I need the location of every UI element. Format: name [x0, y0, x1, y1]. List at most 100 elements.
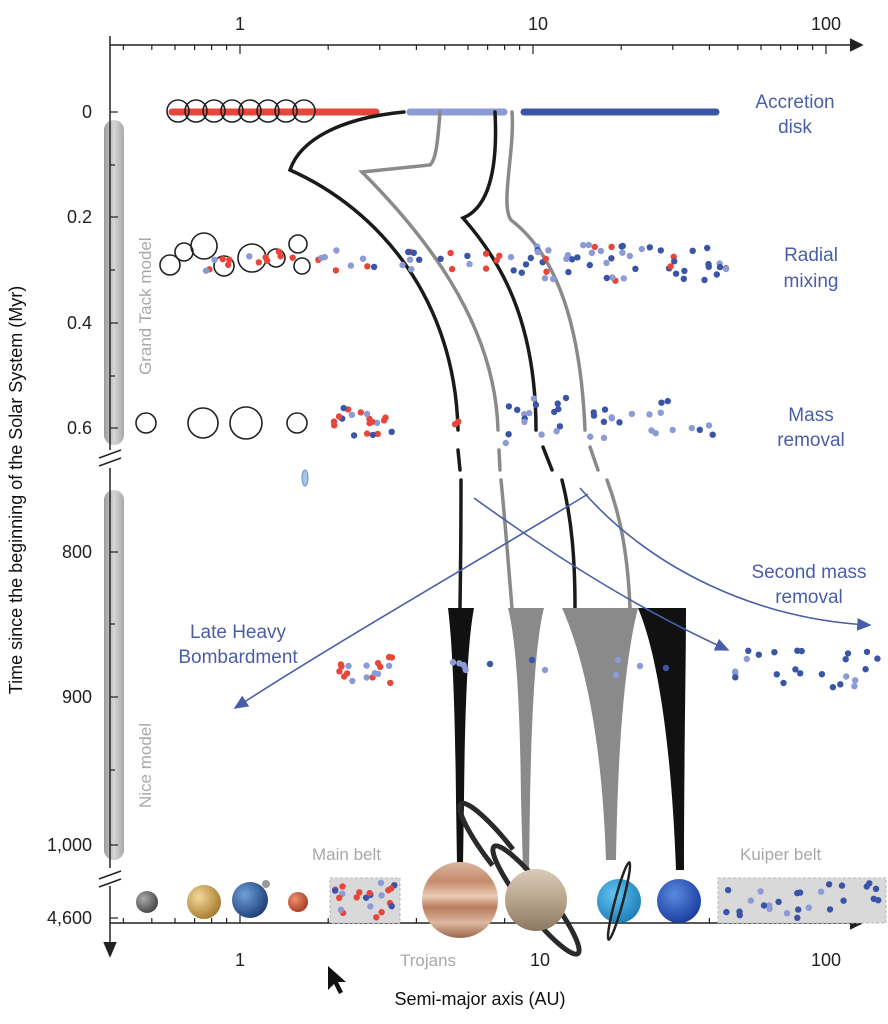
dust-dot — [399, 261, 406, 269]
dust-dot — [448, 265, 456, 273]
dust-dot — [522, 261, 530, 268]
dust-dot — [532, 401, 540, 408]
dust-dot — [713, 271, 720, 278]
dust-dot — [530, 395, 537, 402]
dust-dot — [353, 894, 360, 901]
dust-dot — [359, 255, 367, 262]
dust-dot — [542, 255, 549, 262]
dust-dot — [669, 426, 676, 434]
dust-dot — [549, 275, 557, 283]
x-bottom-tick-1: 1 — [235, 950, 245, 970]
dust-dot — [219, 256, 226, 263]
dust-dot — [852, 677, 859, 684]
y-tick-0: 0 — [82, 102, 92, 122]
dust-dot — [338, 663, 345, 670]
dust-dot — [387, 679, 394, 687]
dust-dot — [636, 662, 644, 670]
dust-dot — [844, 650, 852, 657]
dust-dot — [370, 263, 378, 271]
dust-dot — [760, 902, 768, 909]
dust-dot — [603, 274, 610, 282]
y-tick-4600: 4,600 — [47, 908, 92, 928]
dust-dot — [514, 406, 521, 413]
dust-dot — [794, 914, 801, 921]
dust-dot — [818, 671, 826, 678]
y-tick-800: 800 — [62, 542, 92, 562]
dust-dot — [619, 249, 626, 256]
dust-dot — [456, 660, 463, 667]
dust-dot — [840, 897, 847, 904]
dust-dot — [350, 432, 358, 439]
dust-dot — [543, 268, 550, 275]
dust-dot — [505, 431, 512, 438]
dust-dot — [318, 254, 325, 262]
dust-dot — [664, 397, 671, 405]
y-axis — [98, 36, 122, 958]
dust-dot — [565, 268, 572, 276]
dust-dot — [385, 662, 393, 669]
dust-dot — [526, 409, 533, 417]
dust-dot — [246, 253, 253, 260]
dust-dot — [377, 879, 385, 887]
dust-dot — [722, 265, 730, 273]
dust-dot — [363, 662, 370, 669]
uranus-planet — [597, 861, 641, 941]
jupiter-final-track — [448, 608, 474, 865]
dust-dot — [723, 908, 730, 916]
dust-dot — [794, 647, 801, 654]
dust-dot — [226, 256, 233, 263]
dust-dot — [447, 249, 454, 257]
dust-dot — [757, 888, 764, 895]
dust-dot — [545, 247, 552, 254]
dust-dot — [363, 674, 370, 681]
dust-dot — [363, 430, 371, 437]
dust-dot — [348, 411, 356, 418]
trojans-label: Trojans — [400, 951, 456, 970]
x-top-tick-1: 1 — [235, 14, 245, 34]
accretion-label-line1: Accretion — [755, 92, 834, 113]
dust-dot — [842, 656, 849, 663]
venus-planet — [187, 885, 221, 919]
dust-dot — [347, 262, 355, 269]
top-x-axis — [110, 38, 864, 52]
dust-dot — [367, 903, 374, 910]
saturn-track — [358, 110, 514, 610]
dust-dot — [502, 439, 509, 447]
dust-dot — [600, 434, 608, 441]
dust-dot — [626, 252, 633, 260]
ice-giant-a-final-track — [562, 608, 638, 860]
dust-dot — [755, 651, 762, 658]
dust-dot — [345, 662, 352, 670]
dust-dot — [538, 431, 545, 438]
dust-dot — [337, 906, 345, 913]
dust-dot — [863, 648, 871, 656]
dust-dot — [609, 274, 616, 281]
dust-dot — [211, 256, 218, 263]
dust-dot — [597, 247, 605, 255]
dust-dot — [608, 415, 615, 422]
dust-dot — [369, 418, 376, 425]
second-removal-arrow-a — [473, 497, 730, 651]
dust-dot — [701, 276, 708, 284]
dust-dot — [837, 681, 844, 688]
y-tick-900: 900 — [62, 687, 92, 707]
dust-dot — [408, 266, 415, 273]
dust-dot — [743, 655, 750, 663]
dust-dot — [646, 411, 653, 418]
dust-dot — [518, 269, 525, 276]
dust-dot — [716, 263, 724, 271]
removal-label-line1: Mass — [788, 405, 833, 426]
mixing-label-line1: Radial — [784, 245, 838, 266]
dust-dot — [510, 267, 517, 274]
dust-dot — [496, 252, 503, 259]
y-tick-marks — [110, 111, 118, 919]
dust-dot — [382, 414, 389, 421]
nice-model-bar — [104, 490, 124, 860]
y-tick-1000: 1,000 — [47, 835, 92, 855]
dust-dot — [553, 428, 560, 435]
mixing-planetesimals — [159, 232, 311, 277]
dust-dot — [356, 889, 363, 896]
dust-dot — [388, 903, 395, 910]
dust-dot — [369, 431, 377, 439]
